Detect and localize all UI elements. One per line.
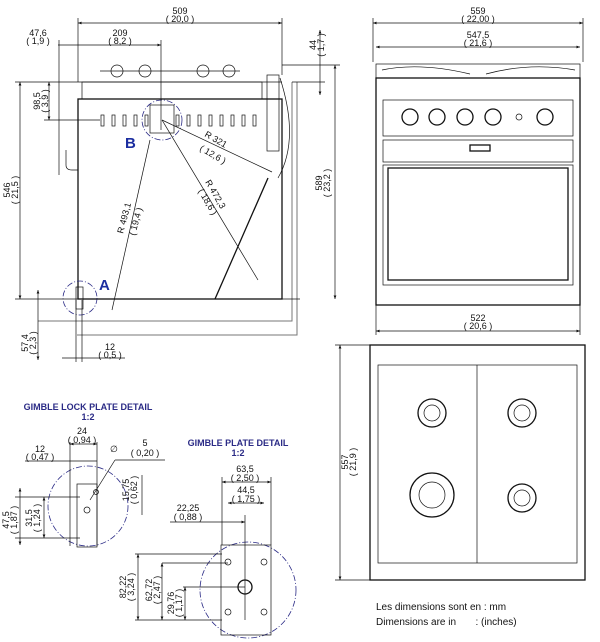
oven-door-window bbox=[387, 167, 569, 281]
detail-title: GIMBLE LOCK PLATE DETAIL bbox=[24, 402, 153, 412]
svg-text:( 0,20 ): ( 0,20 ) bbox=[131, 448, 160, 458]
svg-text:( 21,6 ): ( 21,6 ) bbox=[464, 38, 493, 48]
svg-text:( 0,47 ): ( 0,47 ) bbox=[26, 452, 55, 462]
svg-text:( 22,00 ): ( 22,00 ) bbox=[461, 14, 495, 24]
svg-text:12: 12 bbox=[105, 342, 115, 352]
svg-text:( 1,87 ): ( 1,87 ) bbox=[9, 506, 19, 535]
svg-text:22,25: 22,25 bbox=[177, 503, 200, 513]
svg-text:44: 44 bbox=[308, 40, 318, 50]
vent-slots bbox=[100, 114, 257, 127]
svg-text:98,5: 98,5 bbox=[32, 92, 42, 110]
svg-text:∅: ∅ bbox=[110, 444, 118, 454]
front-body bbox=[375, 77, 581, 306]
cooktop-outline bbox=[369, 344, 586, 581]
svg-text:( 8,2 ): ( 8,2 ) bbox=[108, 36, 132, 46]
gimble-plate-detail: GIMBLE PLATE DETAIL 1:2 63,5 ( 2,50 ) 44… bbox=[118, 438, 297, 639]
svg-text:( 1,75 ): ( 1,75 ) bbox=[232, 494, 261, 504]
burner-rail bbox=[100, 64, 240, 78]
svg-text:44,5: 44,5 bbox=[237, 485, 255, 495]
svg-text:62,72: 62,72 bbox=[144, 579, 154, 602]
burners bbox=[409, 398, 537, 518]
detail-a-circle bbox=[62, 280, 98, 316]
svg-text:( 1,17 ): ( 1,17 ) bbox=[174, 589, 184, 618]
detail-b-label: B bbox=[125, 135, 136, 152]
svg-text:559: 559 bbox=[470, 6, 485, 16]
svg-text:( 2,3 ): ( 2,3 ) bbox=[28, 331, 38, 355]
top-view: 557 ( 21,9 ) bbox=[335, 344, 586, 581]
svg-text:15,75: 15,75 bbox=[121, 479, 131, 502]
svg-text:Les dimensions sont en : mm: Les dimensions sont en : mm bbox=[376, 602, 506, 613]
svg-text:12: 12 bbox=[35, 444, 45, 454]
svg-text:63,5: 63,5 bbox=[236, 464, 254, 474]
svg-text:( 0,94 ): ( 0,94 ) bbox=[68, 435, 97, 445]
svg-text:1:2: 1:2 bbox=[231, 448, 244, 458]
svg-text:547,5: 547,5 bbox=[467, 30, 490, 40]
brand-plate bbox=[469, 144, 491, 152]
front-view: 559 ( 22,00 ) 547,5 ( 21,6 ) 522 ( 20,6 … bbox=[372, 6, 584, 335]
svg-text:( 0,88 ): ( 0,88 ) bbox=[174, 512, 203, 522]
svg-text:( 1,7 ): ( 1,7 ) bbox=[316, 33, 326, 57]
control-knobs bbox=[401, 108, 554, 126]
svg-text:57,4: 57,4 bbox=[20, 334, 30, 352]
svg-text:( 2,47 ): ( 2,47 ) bbox=[152, 576, 162, 605]
svg-text:( 3,9 ): ( 3,9 ) bbox=[40, 89, 50, 113]
svg-text:( 23,2 ): ( 23,2 ) bbox=[322, 169, 332, 198]
svg-text:5: 5 bbox=[142, 438, 147, 448]
svg-text:589: 589 bbox=[314, 175, 324, 190]
detail-b-circle bbox=[141, 99, 183, 141]
gimble-lock-plate-detail: GIMBLE LOCK PLATE DETAIL 1:2 24 ( 0,94 )… bbox=[1, 402, 165, 548]
svg-text:31,5: 31,5 bbox=[24, 509, 34, 527]
units-note: Les dimensions sont en : mm Dimensions a… bbox=[376, 602, 517, 628]
svg-text:47,6: 47,6 bbox=[29, 28, 47, 38]
svg-text:209: 209 bbox=[112, 28, 127, 38]
detail-a-label: A bbox=[99, 277, 110, 294]
svg-text:( 21,9 ): ( 21,9 ) bbox=[348, 448, 358, 477]
detail-title: GIMBLE PLATE DETAIL bbox=[188, 438, 289, 448]
svg-text:Dimensions are in : (inc: Dimensions are in : (inches) bbox=[376, 617, 517, 628]
svg-text:47,5: 47,5 bbox=[1, 511, 11, 529]
svg-text:( 1,9 ): ( 1,9 ) bbox=[26, 36, 50, 46]
svg-text:( 20,0 ): ( 20,0 ) bbox=[166, 14, 195, 24]
svg-text:( 0,5 ): ( 0,5 ) bbox=[98, 350, 122, 360]
dim-509: 509 bbox=[172, 6, 187, 16]
svg-text:29,76: 29,76 bbox=[166, 592, 176, 615]
svg-text:546: 546 bbox=[2, 182, 12, 197]
svg-text:( 2,50 ): ( 2,50 ) bbox=[231, 473, 260, 483]
svg-text:( 0,62 ): ( 0,62 ) bbox=[129, 476, 139, 505]
svg-text:24: 24 bbox=[77, 426, 87, 436]
svg-text:1:2: 1:2 bbox=[81, 412, 94, 422]
svg-text:( 3,24 ): ( 3,24 ) bbox=[126, 573, 136, 602]
svg-text:( 20,6 ): ( 20,6 ) bbox=[464, 321, 493, 331]
side-view: 509 ( 20,0 ) 47,6 ( 1,9 ) 209 ( 8,2 ) 44… bbox=[2, 6, 340, 362]
svg-text:( 1,24 ): ( 1,24 ) bbox=[32, 504, 42, 533]
svg-text:522: 522 bbox=[470, 313, 485, 323]
svg-text:82,22: 82,22 bbox=[118, 576, 128, 599]
svg-text:( 21,5 ): ( 21,5 ) bbox=[10, 176, 20, 205]
svg-text:557: 557 bbox=[340, 454, 350, 469]
